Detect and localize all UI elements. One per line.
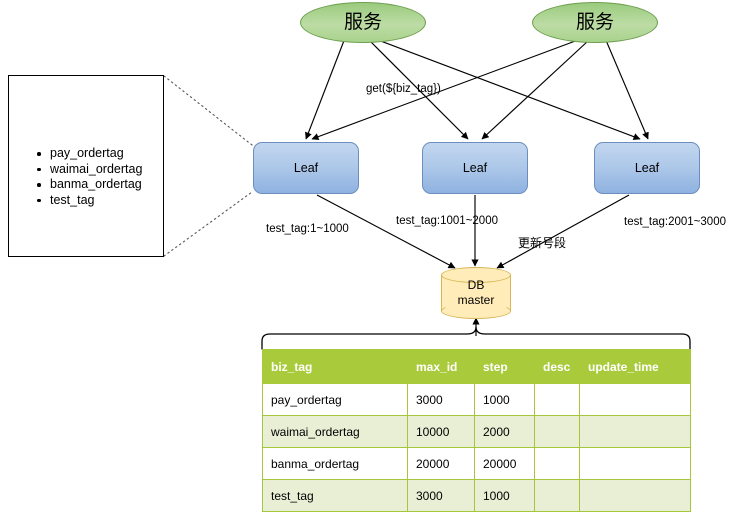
cell-step: 1000 <box>474 479 535 512</box>
edge-leaf3-db <box>496 194 630 269</box>
cell-biz-tag: test_tag <box>262 479 408 512</box>
service-node-1[interactable]: 服务 <box>300 2 426 43</box>
service-node-2[interactable]: 服务 <box>532 2 658 43</box>
service-node-2-label: 服务 <box>575 12 614 33</box>
edge-label-get-call: get(${biz_tag}) <box>366 83 441 95</box>
list-item: pay_ordertag <box>35 146 142 162</box>
callout-line-bottom <box>163 191 253 257</box>
table-header-biz-tag: biz_tag <box>262 349 408 384</box>
table-row: waimai_ordertag 10000 2000 <box>262 415 691 448</box>
cell-update-time <box>579 415 691 448</box>
cell-biz-tag: banma_ordertag <box>262 447 408 480</box>
table-brace <box>261 326 691 350</box>
callout-line-top <box>163 75 253 146</box>
table-row: pay_ordertag 3000 1000 <box>262 383 691 416</box>
edge-label-leaf1-range: test_tag:1~1000 <box>266 223 349 235</box>
edge-label-update-segment: 更新号段 <box>518 236 567 250</box>
db-master-line2: master <box>457 293 495 307</box>
list-item: banma_ordertag <box>35 177 142 193</box>
table-header-row: biz_tag max_id step desc update_time <box>262 349 691 384</box>
cell-max-id: 3000 <box>407 479 475 512</box>
edge-service1-leaf1 <box>305 37 346 140</box>
edge-service2-leaf3 <box>604 37 649 140</box>
biz-tag-list: pay_ordertag waimai_ordertag banma_order… <box>35 146 142 208</box>
leaf-node-1-label: Leaf <box>293 161 319 175</box>
table-header-desc: desc <box>534 349 580 384</box>
cell-biz-tag: pay_ordertag <box>262 383 408 416</box>
cell-desc <box>534 383 580 416</box>
db-master-node[interactable]: DB master <box>441 267 511 319</box>
db-master-line1: DB <box>467 278 485 292</box>
leaf-node-1[interactable]: Leaf <box>253 142 359 194</box>
table-row: test_tag 3000 1000 <box>262 479 691 512</box>
service-node-1-label: 服务 <box>343 12 382 33</box>
leaf-alloc-table: biz_tag max_id step desc update_time pay… <box>262 349 691 512</box>
cell-step: 20000 <box>474 447 535 480</box>
edge-label-leaf2-range: test_tag:1001~2000 <box>396 215 498 227</box>
table-header-step: step <box>474 349 535 384</box>
list-item: waimai_ordertag <box>35 162 142 178</box>
cell-step: 2000 <box>474 415 535 448</box>
db-cylinder-top <box>441 267 511 283</box>
edge-service2-leaf1 <box>311 39 579 141</box>
edge-label-leaf3-range: test_tag:2001~3000 <box>624 216 726 228</box>
cell-max-id: 20000 <box>407 447 475 480</box>
table-header-max-id: max_id <box>407 349 475 384</box>
edge-service2-leaf2 <box>481 40 589 140</box>
leaf-alloc-table-wrap: biz_tag max_id step desc update_time pay… <box>262 349 691 512</box>
db-master-label: DB master <box>441 278 511 308</box>
biz-tag-list-box: pay_ordertag waimai_ordertag banma_order… <box>8 75 164 257</box>
list-item: test_tag <box>35 193 142 209</box>
leaf-node-3-label: Leaf <box>634 161 660 175</box>
cell-update-time <box>579 479 691 512</box>
db-cylinder-bottom <box>441 303 511 319</box>
cell-desc <box>534 479 580 512</box>
cell-desc <box>534 447 580 480</box>
cell-max-id: 10000 <box>407 415 475 448</box>
cell-step: 1000 <box>474 383 535 416</box>
leaf-node-2-label: Leaf <box>462 161 488 175</box>
cell-max-id: 3000 <box>407 383 475 416</box>
leaf-node-3[interactable]: Leaf <box>594 142 700 194</box>
table-row: banma_ordertag 20000 20000 <box>262 447 691 480</box>
cell-update-time <box>579 383 691 416</box>
leaf-node-2[interactable]: Leaf <box>422 142 528 194</box>
cell-update-time <box>579 447 691 480</box>
cell-desc <box>534 415 580 448</box>
table-header-update-time: update_time <box>579 349 691 384</box>
cell-biz-tag: waimai_ordertag <box>262 415 408 448</box>
